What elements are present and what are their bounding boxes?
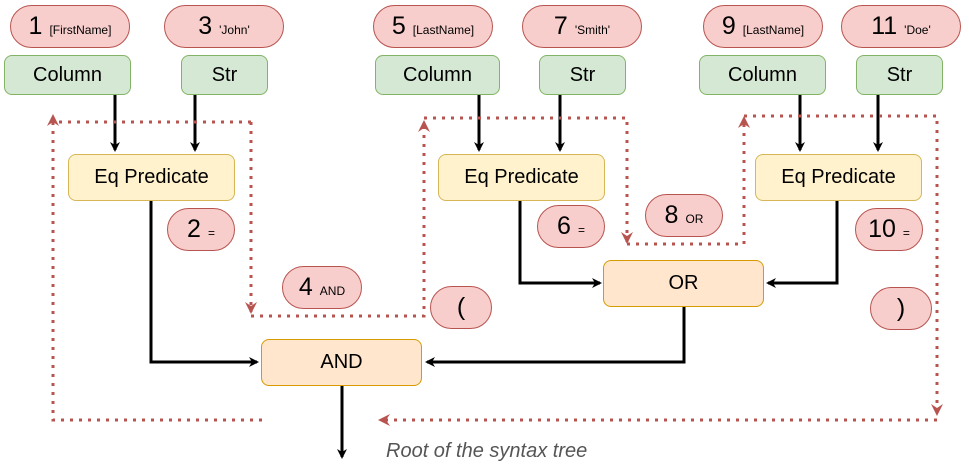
str-node-1: Str xyxy=(181,55,268,95)
token-pill-4: 4 AND xyxy=(282,266,362,309)
edge-eq2-or xyxy=(518,201,602,288)
token-number: 8 xyxy=(664,201,679,229)
token-number: 9 xyxy=(721,12,736,40)
token-pill-close-paren: ) xyxy=(870,287,932,330)
eq-predicate-node-1: Eq Predicate xyxy=(68,154,235,201)
token-pill-8: 8 OR xyxy=(645,194,723,237)
token-text: [FirstName] xyxy=(49,23,112,37)
token-text: OR xyxy=(685,212,704,226)
token-pill-open-paren: ( xyxy=(430,286,492,329)
token-number: 7 xyxy=(553,12,568,40)
token-text: 'John' xyxy=(219,23,250,37)
eq-predicate-node-3: Eq Predicate xyxy=(755,154,922,201)
traversal-path-1 xyxy=(47,114,251,126)
column-node-1: Column xyxy=(4,55,131,95)
token-pill-11: 11 'Doe' xyxy=(841,5,961,48)
edge-or-and xyxy=(425,306,686,367)
token-pill-3: 3 'John' xyxy=(164,5,284,48)
token-number: 10 xyxy=(868,215,896,243)
edge-eq3-or xyxy=(766,201,839,288)
token-text: 'Smith' xyxy=(574,23,611,37)
token-text: = xyxy=(577,223,585,237)
str-node-2: Str xyxy=(539,55,626,95)
token-text: [LastName] xyxy=(742,23,805,37)
token-text: AND xyxy=(319,284,346,298)
token-pill-2: 2 = xyxy=(167,208,235,251)
column-node-3: Column xyxy=(699,55,826,95)
traversal-path-8 xyxy=(51,122,262,422)
token-text: ) xyxy=(896,294,906,322)
eq-predicate-node-2: Eq Predicate xyxy=(438,154,605,201)
token-pill-10: 10 = xyxy=(855,208,923,251)
traversal-path-5 xyxy=(627,116,750,246)
token-pill-7: 7 'Smith' xyxy=(522,5,642,48)
token-text: = xyxy=(902,226,910,240)
traversal-path-3 xyxy=(251,120,430,318)
token-number: 6 xyxy=(557,212,571,240)
column-node-2: Column xyxy=(375,55,500,95)
token-number: 4 xyxy=(298,273,313,301)
token-number: 2 xyxy=(187,215,201,243)
or-node: OR xyxy=(603,260,764,307)
token-number: 1 xyxy=(28,12,43,40)
token-number: 3 xyxy=(198,12,213,40)
token-text: = xyxy=(207,226,215,240)
edge-eq1-and xyxy=(149,201,259,367)
and-node: AND xyxy=(261,339,422,386)
token-pill-5: 5 [LastName] xyxy=(373,5,493,48)
token-text: 'Doe' xyxy=(904,23,931,37)
str-node-3: Str xyxy=(856,55,943,95)
token-number: 11 xyxy=(871,12,898,40)
token-pill-6: 6 = xyxy=(537,205,605,248)
root-caption: Root of the syntax tree xyxy=(386,440,588,462)
token-pill-9: 9 [LastName] xyxy=(703,5,823,48)
token-text: ( xyxy=(456,293,466,321)
token-text: [LastName] xyxy=(412,23,475,37)
token-pill-1: 1 [FirstName] xyxy=(10,5,130,48)
traversal-path-6 xyxy=(744,114,943,416)
token-number: 5 xyxy=(391,12,406,40)
